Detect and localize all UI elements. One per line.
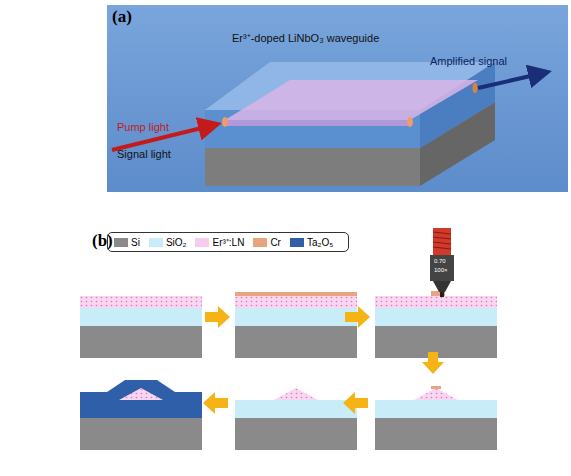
- legend-item: Si: [114, 237, 140, 248]
- legend-swatch: [114, 238, 128, 247]
- legend-text: SiO₂: [166, 237, 187, 248]
- legend-swatch: [253, 238, 267, 247]
- legend-swatch: [290, 238, 304, 247]
- legend-swatch: [195, 238, 209, 247]
- legend-item: Ta₂O₅: [290, 237, 333, 248]
- label: Pump light: [117, 121, 169, 133]
- legend-text: Ta₂O₅: [307, 237, 333, 248]
- label: 100×: [434, 267, 448, 274]
- legend-swatch: [149, 238, 163, 247]
- legend-text: Cr: [270, 237, 281, 248]
- label: Er³⁺-doped LiNbO₃ waveguide: [232, 32, 379, 44]
- legend-item: SiO₂: [149, 237, 187, 248]
- legend-text: Si: [131, 237, 140, 248]
- label: 0.70: [434, 258, 446, 265]
- label: Signal light: [117, 148, 171, 160]
- label: (b): [92, 232, 113, 251]
- legend-item: Er³⁺:LN: [195, 235, 244, 249]
- label: Amplified signal: [430, 55, 507, 67]
- label: (a): [112, 8, 132, 27]
- legend-box: Si SiO₂ Er³⁺:LN Cr Ta₂O₅: [107, 232, 349, 252]
- legend-text: Er³⁺:LN: [212, 235, 244, 249]
- legend-item: Cr: [253, 237, 281, 248]
